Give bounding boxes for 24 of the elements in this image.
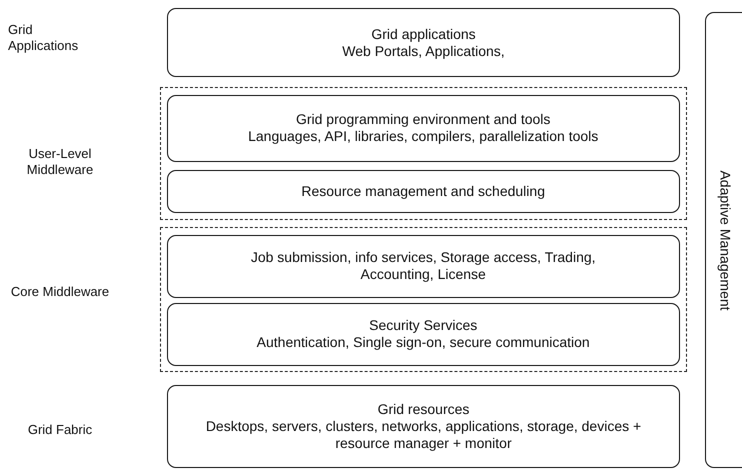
layer-box xyxy=(166,94,680,162)
layer-box xyxy=(167,385,680,468)
layer-title: Security Services xyxy=(369,317,478,334)
layer-title: Job submission, info services, Storage access, Trading, Accounting, License xyxy=(250,249,597,284)
layer-box xyxy=(166,302,680,366)
layer-label: Core Middleware xyxy=(10,284,110,300)
layer-label: Grid Applications xyxy=(8,22,80,54)
layer-label: Grid Fabric xyxy=(26,422,94,438)
side-bracket xyxy=(705,12,742,468)
side-label: Adaptive Management xyxy=(717,170,734,310)
layer-description: Authentication, Single sign-on, secure communication xyxy=(256,334,590,352)
layer-group-frame xyxy=(160,87,687,220)
layer-title: Resource management and scheduling xyxy=(301,182,545,200)
layer-description: Web Portals, Applications, xyxy=(342,42,505,60)
layer-description: Languages, API, libraries, compilers, parallelization tools xyxy=(248,128,598,146)
layer-title: Grid programming environment and tools xyxy=(296,111,550,128)
layer-label: User-Level Middleware xyxy=(26,146,94,178)
layer-box xyxy=(166,234,680,298)
layer-title: Grid applications xyxy=(371,26,476,42)
layer-box xyxy=(166,170,680,213)
layer-title: Grid resources xyxy=(378,401,470,418)
layer-description: Desktops, servers, clusters, networks, applications, storage, devices + resource manager + monitor xyxy=(204,418,642,452)
layer-group-frame xyxy=(160,227,687,372)
layer-box xyxy=(167,8,680,77)
